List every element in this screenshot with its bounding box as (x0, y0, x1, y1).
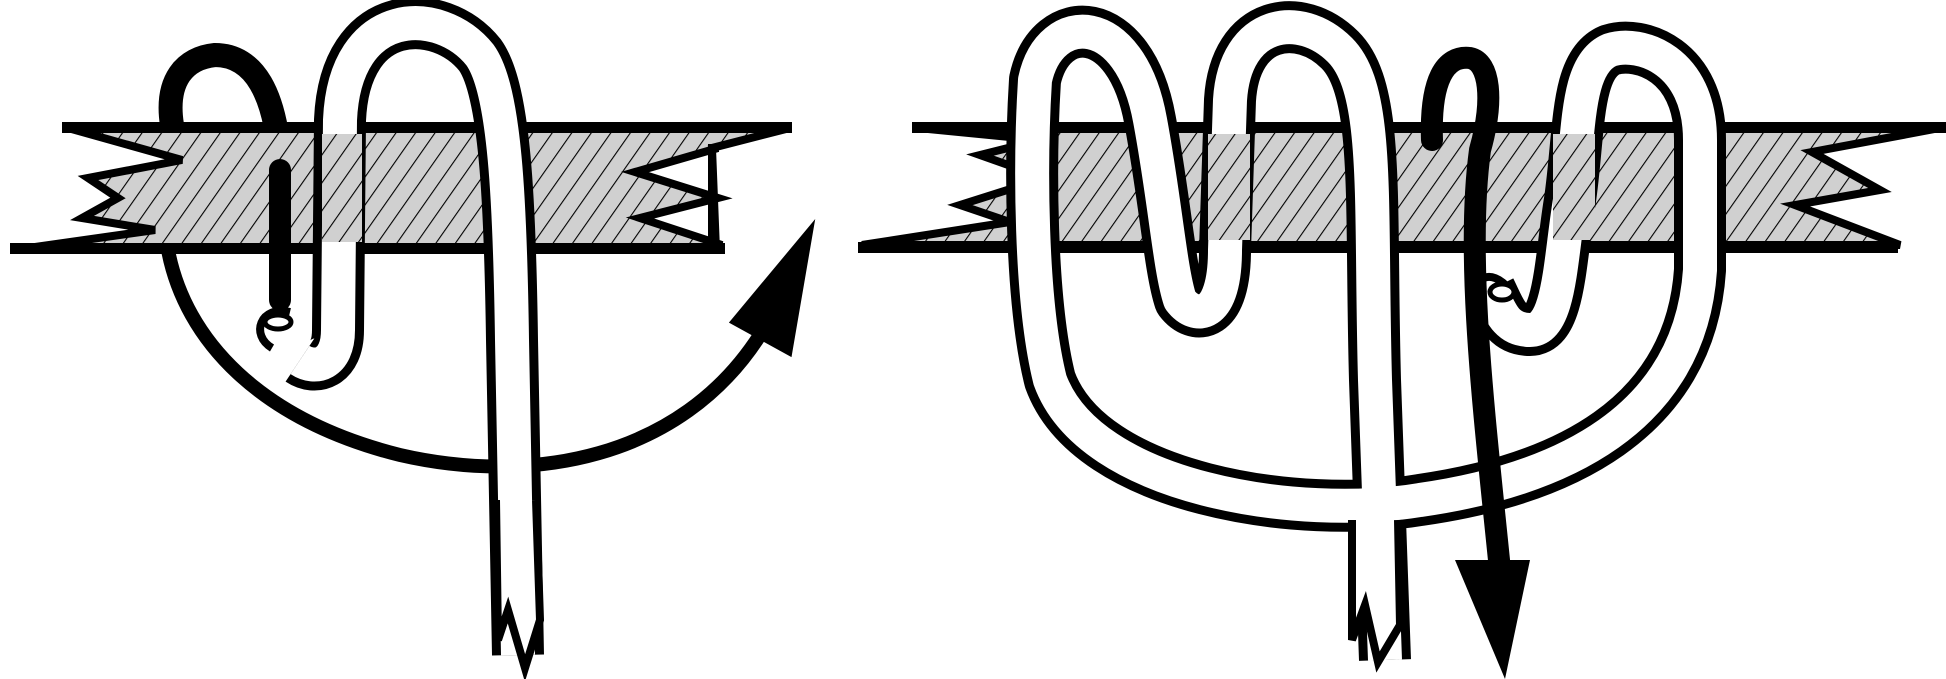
band-left (10, 122, 792, 254)
panel-step-1 (10, 23, 812, 668)
band-overlay-left (322, 134, 362, 242)
panel-step-2 (858, 27, 1946, 679)
rope-loop (300, 23, 518, 655)
